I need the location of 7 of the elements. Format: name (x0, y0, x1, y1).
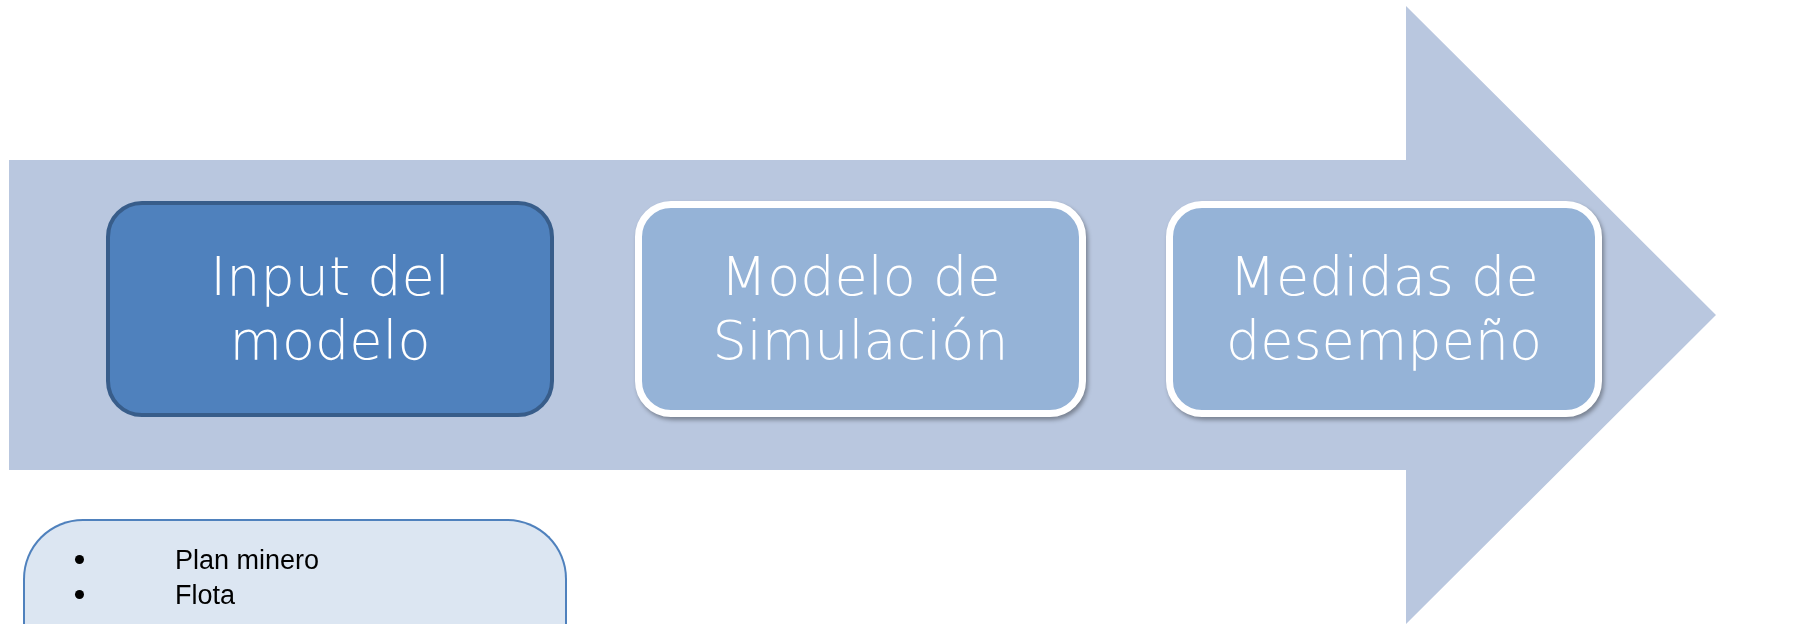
bullet-list-box (23, 519, 567, 624)
list-item-text: Plan minero (175, 544, 320, 577)
block-arrow (9, 6, 1716, 624)
list-item-text: Flota (175, 579, 236, 613)
process-box: Modelo de Simulación (635, 201, 1086, 417)
process-box: Medidas de desempeño (1166, 201, 1602, 417)
process-box: Input del modelo (106, 201, 554, 417)
